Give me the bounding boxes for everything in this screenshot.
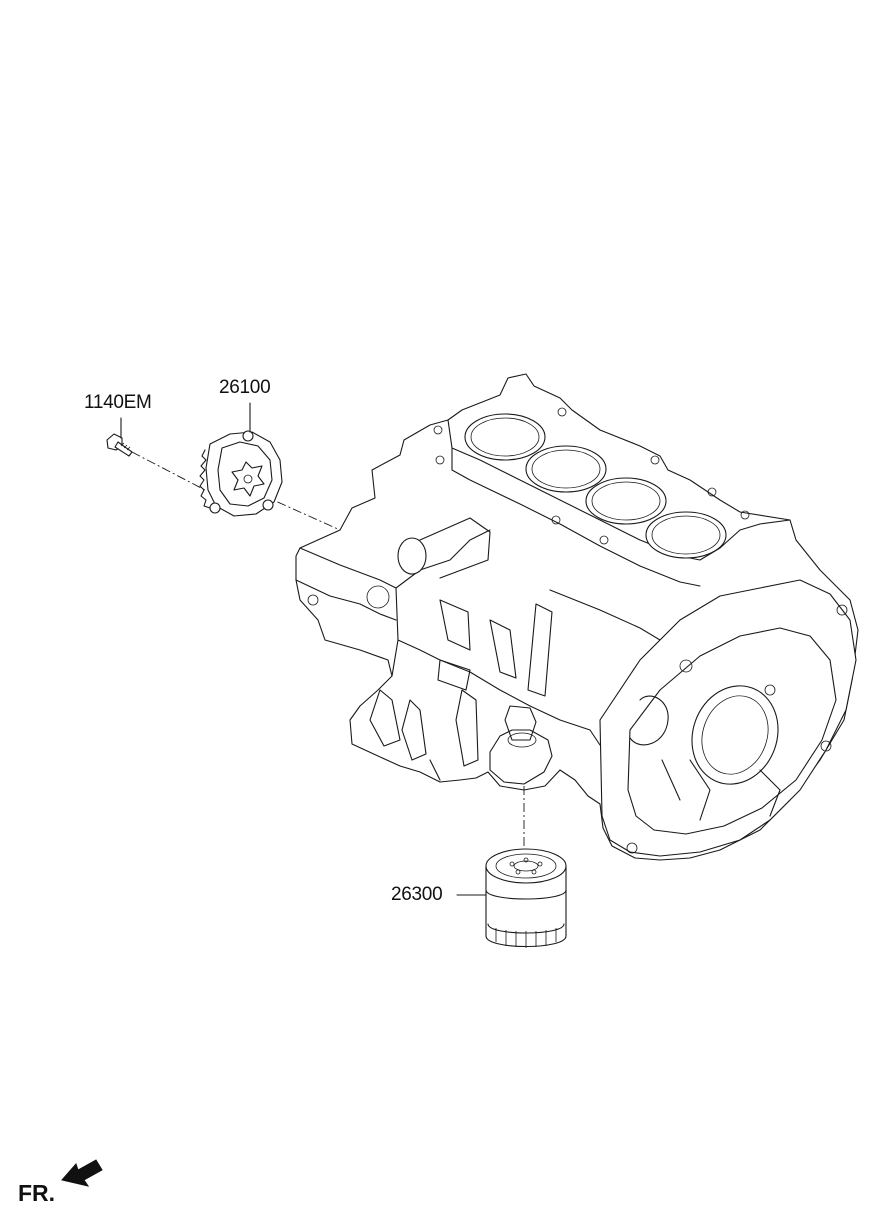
pump-assembly-line	[261, 494, 341, 531]
bolt-assembly-line	[131, 451, 206, 491]
part-number-oil-filter[interactable]: 26300	[391, 884, 443, 905]
oil-filter-icon	[485, 848, 567, 948]
cylinder-bores	[464, 413, 727, 559]
front-direction-label: FR.	[18, 1180, 56, 1206]
bolt-icon	[106, 433, 133, 457]
part-number-oil-pump[interactable]: 26100	[219, 377, 271, 398]
engine-block-icon	[295, 373, 859, 861]
front-direction-arrow-icon	[61, 1159, 103, 1187]
part-number-bolt[interactable]: 1140EM	[84, 392, 152, 413]
oil-pump-icon	[199, 430, 283, 517]
